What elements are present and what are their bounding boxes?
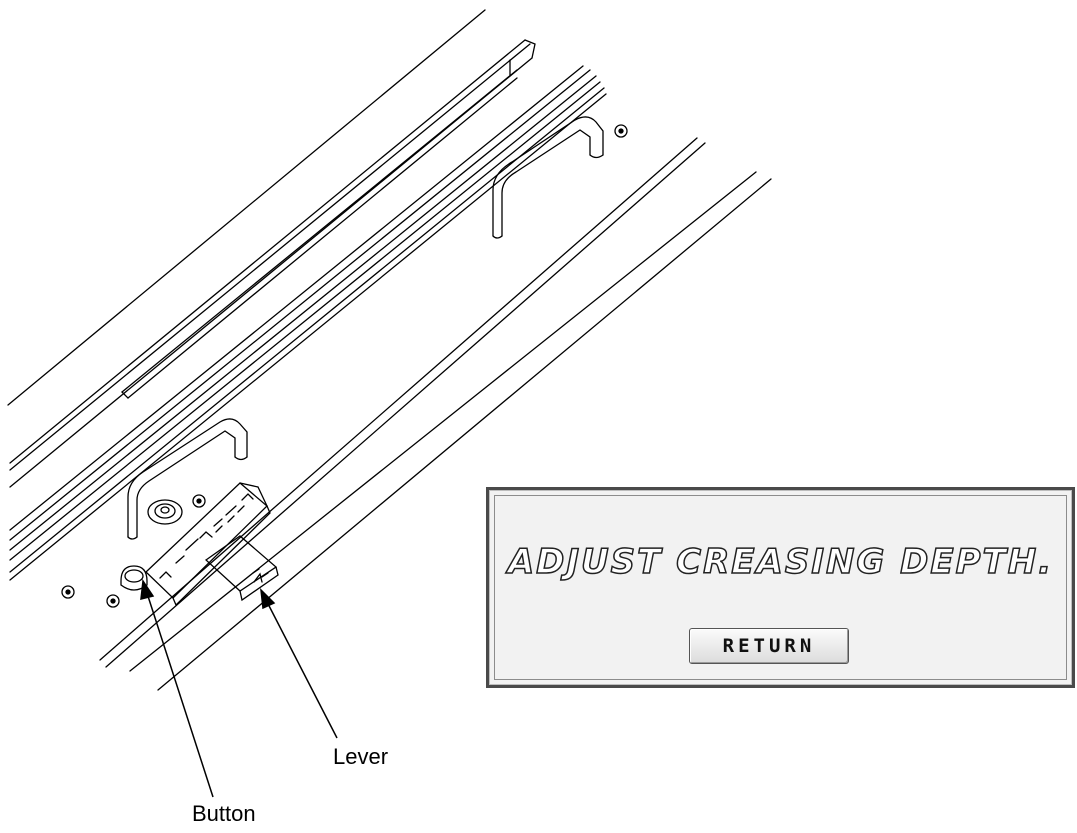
knob <box>154 503 176 519</box>
rail-line <box>129 171 757 672</box>
rail-line <box>99 137 698 661</box>
button-callout-line <box>145 589 214 798</box>
rail-line <box>9 39 526 464</box>
knob <box>160 506 170 514</box>
lever-callout-arrowhead <box>260 587 276 610</box>
rail-line <box>9 65 584 531</box>
rail-end-cap <box>524 39 536 59</box>
return-button[interactable]: RETURN <box>689 628 849 664</box>
lever-callout-line <box>264 597 338 739</box>
message-panel: ADJUST CREASING DEPTH. RETURN <box>486 487 1075 688</box>
handle <box>492 116 604 237</box>
screw <box>196 498 202 504</box>
handle <box>589 154 604 159</box>
panel-message: ADJUST CREASING DEPTH. <box>507 541 1054 583</box>
screw <box>192 494 206 508</box>
screw <box>110 598 116 604</box>
button-callout-arrowhead <box>140 578 155 600</box>
lever-part <box>239 566 279 602</box>
handle <box>501 129 591 237</box>
rail-line <box>157 178 772 691</box>
handle <box>136 430 236 538</box>
knob <box>147 499 183 525</box>
screw <box>65 589 71 595</box>
button-part <box>124 569 144 583</box>
rail-line <box>9 93 607 581</box>
rail-line <box>9 81 601 561</box>
handle <box>492 235 503 239</box>
cover-edge-line <box>7 9 486 406</box>
rail-line <box>9 69 591 541</box>
rail-line <box>9 87 605 573</box>
button-label: Button <box>192 801 256 826</box>
handle <box>127 536 138 540</box>
rail-line <box>9 75 597 551</box>
handle <box>127 418 248 538</box>
scale-plate <box>257 486 268 507</box>
scale-plate <box>172 505 271 607</box>
lever-part <box>253 572 263 583</box>
lever-label: Lever <box>333 744 389 769</box>
rail-line <box>9 43 531 471</box>
scale-marks <box>215 505 245 533</box>
scale-plate <box>239 482 259 488</box>
rail-line <box>105 142 706 668</box>
slot-line <box>127 77 518 399</box>
lever-part <box>252 568 269 578</box>
screw <box>618 128 624 134</box>
screw <box>61 585 75 599</box>
screw <box>614 124 628 138</box>
button-part <box>120 565 148 591</box>
scale-marks <box>159 493 254 579</box>
handle <box>234 456 248 461</box>
slot-line <box>121 391 129 399</box>
screw <box>106 594 120 608</box>
slot-line <box>121 69 518 393</box>
